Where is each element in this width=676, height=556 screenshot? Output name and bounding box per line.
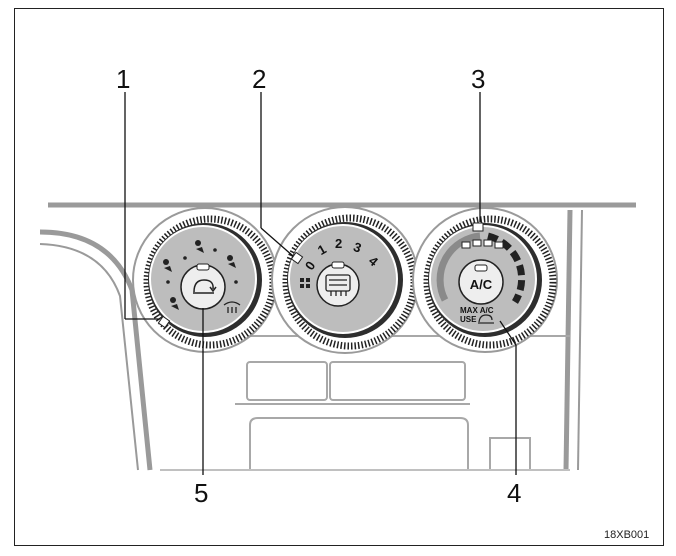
fan-speed-label-3: 3 xyxy=(352,239,364,256)
callout-4: 4 xyxy=(507,478,521,508)
figure-code: 18XB001 xyxy=(604,529,649,541)
mode-feet-icon xyxy=(227,255,236,268)
temperature-segment-marks xyxy=(461,239,504,249)
figure-frame xyxy=(14,8,664,546)
ac-button[interactable]: A/C xyxy=(458,259,504,305)
fan-pointer-mark xyxy=(331,261,345,269)
callout-5: 5 xyxy=(194,478,208,508)
callout-1: 1 xyxy=(116,64,130,94)
mode-pointer-mark xyxy=(196,263,210,271)
max-ac-recirculation-icon xyxy=(478,314,494,324)
temperature-cool-band xyxy=(436,232,481,302)
mode-feet-defrost-icon xyxy=(170,297,179,310)
callout-2: 2 xyxy=(252,64,266,94)
defrost-icon xyxy=(223,301,241,313)
rear-defogger-icon xyxy=(325,274,351,296)
ac-indicator-light xyxy=(474,264,488,272)
callout-3: 3 xyxy=(471,64,485,94)
ac-label: A/C xyxy=(470,277,493,292)
use-label: USE xyxy=(460,315,477,324)
temperature-index-mark xyxy=(472,222,484,232)
max-ac-label: MAX A/C xyxy=(460,306,494,315)
mode-bilevel-icon xyxy=(195,240,204,253)
fan-index-mark xyxy=(290,251,304,265)
fan-speed-dial[interactable]: 0 1 2 3 4 xyxy=(271,206,419,354)
fan-speed-label-2: 2 xyxy=(335,236,342,251)
dashboard-outline xyxy=(39,202,636,471)
mode-face-icon xyxy=(163,259,172,272)
mode-selector-dial[interactable] xyxy=(132,207,278,353)
callout-leader-lines xyxy=(124,92,517,475)
recirculation-icon xyxy=(193,279,217,294)
mode-index-mark xyxy=(157,315,171,329)
lower-panel xyxy=(160,335,570,471)
fan-icon xyxy=(300,278,310,288)
